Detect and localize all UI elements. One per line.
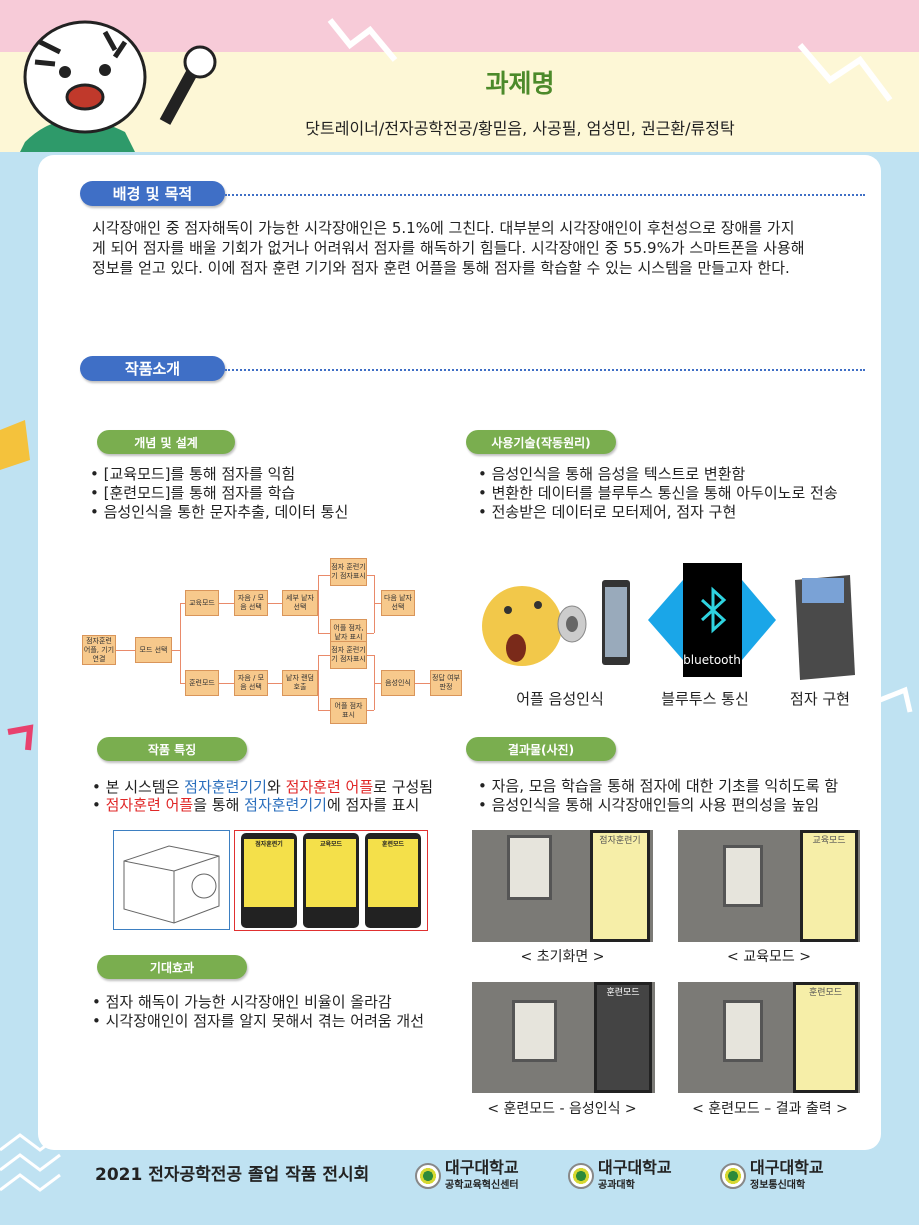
flow-node: 점자 훈련기기 점자표시	[330, 641, 367, 669]
emoji-icon	[482, 586, 562, 666]
result-photo: 교육모드	[678, 830, 860, 942]
flow-node: 교육모드	[185, 590, 219, 616]
background-text: 시각장애인 중 점자해독이 가능한 시각장애인은 5.1%에 그친다. 대부분의…	[92, 219, 805, 277]
photo-caption: < 훈련모드 – 결과 출력 >	[692, 1101, 848, 1117]
braille-device-icon	[795, 575, 855, 680]
results-bullets: • 자음, 모음 학습을 통해 점자에 대한 기초를 익히도록 함 • 음성인식…	[474, 777, 859, 815]
result-photo: 훈련모드	[678, 982, 860, 1093]
speaker-icon	[557, 605, 587, 643]
divider	[225, 194, 865, 196]
project-title: 과제명	[485, 69, 555, 98]
flow-node: 음성인식	[381, 670, 415, 696]
flow-node: 어플 점자 표시	[330, 698, 367, 724]
features-heading: 작품 특징	[97, 737, 247, 761]
flow-node: 점자 훈련기기 점자표시	[330, 558, 367, 586]
flow-node: 세부 낱자 선택	[282, 590, 318, 616]
bullet: • 시각장애인이 점자를 알지 못해서 겪는 어려움 개선	[92, 1012, 425, 1030]
header-band-pink	[0, 0, 919, 52]
features-bullets: • 본 시스템은 점자훈련기기와 점자훈련 어플로 구성됨 • 점자훈련 어플을…	[88, 778, 438, 814]
section-intro-heading: 작품소개	[80, 356, 225, 381]
bullet: • 음성인식을 통해 음성을 텍스트로 변환함	[478, 465, 746, 483]
tech-heading: 사용기술(작동원리)	[466, 430, 616, 454]
flow-node: 모드 선택	[135, 637, 172, 663]
bullet: • [교육모드]를 통해 점자를 익힘	[90, 465, 296, 483]
university-seal-icon	[568, 1162, 594, 1189]
result-photo: 점자훈련기	[472, 830, 653, 942]
result-photo: 훈련모드	[472, 982, 655, 1093]
flow-node: 다음 낱자 선택	[381, 590, 415, 616]
bullet: • 본 시스템은 점자훈련기기와 점자훈련 어플로 구성됨	[92, 778, 434, 796]
university-seal-icon	[415, 1162, 441, 1189]
bullet: • 자음, 모음 학습을 통해 점자에 대한 기초를 익히도록 함	[478, 777, 839, 795]
photo-caption: < 초기화면 >	[520, 949, 605, 965]
bullet: • [훈련모드]를 통해 점자를 학습	[90, 484, 296, 502]
header-band-yellow	[0, 52, 919, 152]
photo-caption: < 교육모드 >	[727, 949, 811, 965]
effects-heading: 기대효과	[97, 955, 247, 979]
effects-bullets: • 점자 해독이 가능한 시각장애인 비율이 올라감 • 시각장애인이 점자를 …	[88, 993, 468, 1031]
flow-node: 낱자 랜덤 호출	[282, 670, 318, 696]
bullet: • 변환한 데이터를 블루투스 통신을 통해 아두이노로 전송	[478, 484, 838, 502]
caption: 블루투스 통신	[661, 690, 749, 708]
flowchart: 점자훈련 어플, 기기 연결 모드 선택 교육모드 훈련모드 자음 / 모음 선…	[82, 553, 462, 724]
flow-node: 정답 여부 판정	[430, 670, 462, 696]
zigzag-decoration	[327, 18, 398, 62]
svg-text:bluetooth: bluetooth	[683, 653, 741, 667]
bullet: • 음성인식을 통한 문자추출, 데이터 통신	[90, 503, 349, 521]
flow-node: 점자훈련 어플, 기기 연결	[82, 635, 116, 665]
bluetooth-icon: bluetooth	[648, 563, 776, 677]
concept-heading: 개념 및 설계	[97, 430, 235, 454]
caption: 점자 구현	[790, 690, 850, 708]
tiger-mascot	[20, 20, 217, 152]
tech-bullets: • 음성인식을 통해 음성을 텍스트로 변환함 • 변환한 데이터를 블루투스 …	[474, 465, 854, 522]
results-heading: 결과물(사진)	[466, 737, 616, 761]
device-drawing	[113, 830, 230, 930]
app-screens: 점자훈련기 교육모드 훈련모드	[234, 830, 428, 931]
flow-node: 자음 / 모음 선택	[234, 670, 268, 696]
photo-caption: < 훈련모드 - 음성인식 >	[487, 1101, 637, 1117]
bullet: • 전송받은 데이터로 모터제어, 점자 구현	[478, 503, 737, 521]
project-team: 닷트레이너/전자공학전공/황믿음, 사공필, 엄성민, 권근환/류정탁	[305, 119, 735, 138]
bullet: • 음성인식을 통해 시각장애인들의 사용 편의성을 높임	[478, 796, 820, 814]
bullet: • 점자 해독이 가능한 시각장애인 비율이 올라감	[92, 993, 392, 1011]
flow-node: 자음 / 모음 선택	[234, 590, 268, 616]
university-seal-icon	[720, 1162, 746, 1189]
divider	[225, 369, 865, 371]
exhibition-title: 2021 전자공학전공 졸업 작품 전시회	[95, 1165, 370, 1185]
caption: 어플 음성인식	[516, 690, 604, 708]
section-background-heading: 배경 및 목적	[80, 181, 225, 206]
tech-illustrations: bluetooth	[482, 563, 855, 680]
bullet: • 점자훈련 어플을 통해 점자훈련기기에 점자를 표시	[92, 796, 420, 814]
concept-bullets: • [교육모드]를 통해 점자를 익힘 • [훈련모드]를 통해 점자를 학습 …	[86, 465, 456, 522]
flow-node: 훈련모드	[185, 670, 219, 696]
